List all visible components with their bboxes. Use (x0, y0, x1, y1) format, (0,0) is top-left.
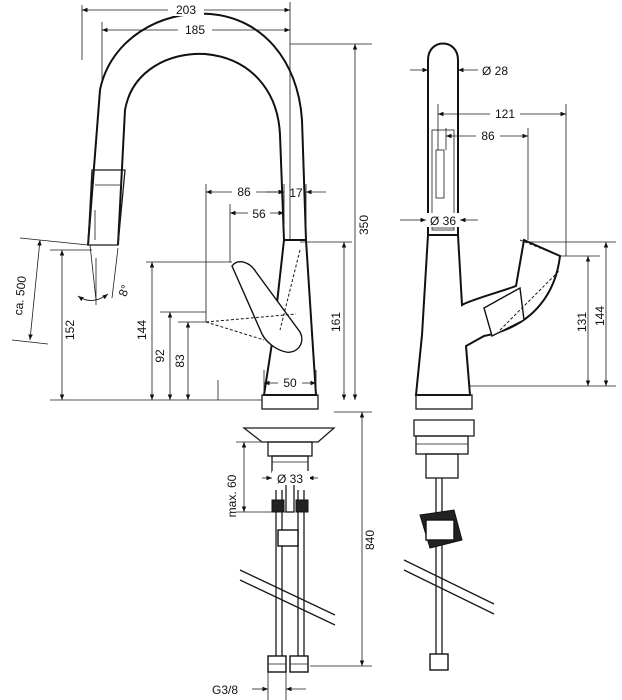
base-plate (261, 394, 319, 410)
dim-144-side: 144 (593, 306, 607, 326)
dim-d28: Ø 28 (482, 64, 508, 78)
side-view: Ø 28 121 86 Ø 36 131 144 (400, 42, 616, 671)
dim-185: 185 (185, 23, 205, 37)
front-view: 203 185 350 86 17 56 ca. 500 152 (11, 2, 377, 700)
hose-left (275, 490, 283, 660)
dim-86-front: 86 (237, 185, 251, 199)
side-body (414, 234, 562, 396)
dim-152: 152 (63, 320, 77, 340)
dim-350: 350 (357, 215, 371, 235)
dim-d33: Ø 33 (277, 472, 303, 486)
spout-outer (87, 12, 307, 246)
dim-50: 50 (283, 376, 297, 390)
dim-56: 56 (252, 207, 266, 221)
spout-inner (117, 52, 285, 246)
dim-angle: 8° (116, 283, 133, 299)
dim-203: 203 (176, 3, 196, 17)
dim-g38: G3/8 (212, 683, 238, 697)
dim-144-front: 144 (135, 320, 149, 340)
dim-92: 92 (153, 349, 167, 363)
dim-ca500: ca. 500 (11, 275, 29, 316)
dim-83: 83 (173, 354, 187, 368)
side-lever (483, 286, 525, 338)
dim-840: 840 (363, 530, 377, 550)
dim-161: 161 (329, 312, 343, 332)
dim-121: 121 (495, 107, 515, 121)
dim-max60: max. 60 (225, 474, 239, 517)
lever-handle (231, 261, 303, 353)
side-spout (427, 42, 459, 236)
side-hose-nut (429, 653, 449, 671)
mount-flange (242, 427, 336, 443)
dim-17: 17 (289, 186, 303, 200)
spray-head (87, 169, 126, 246)
hose-right (297, 490, 305, 660)
dim-d36: Ø 36 (430, 214, 456, 228)
dim-131: 131 (575, 312, 589, 332)
dim-86-side: 86 (481, 129, 495, 143)
